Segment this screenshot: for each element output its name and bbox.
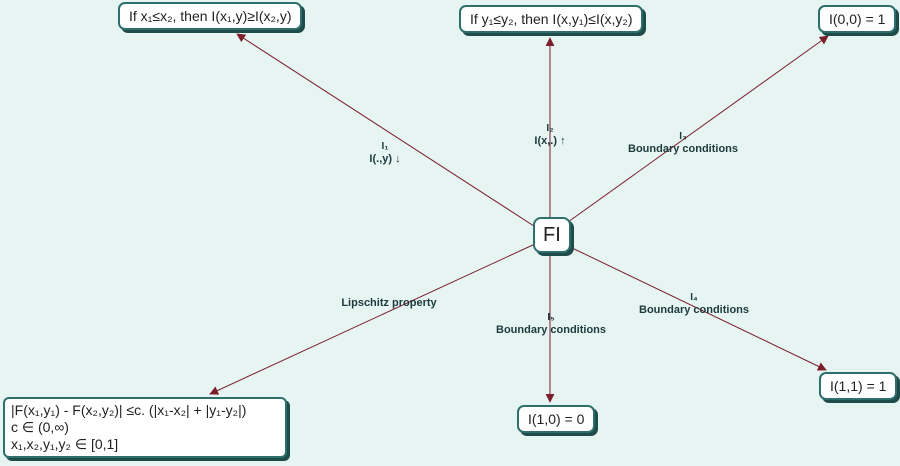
edge-index: I₁ [381, 141, 389, 152]
edge-label-lipschitz: Lipschitz property [341, 297, 436, 310]
node-text-line: c ∈ (0,∞) [11, 419, 69, 435]
edge-label-i3: I₃ Boundary conditions [628, 130, 738, 156]
edge-index: I₂ [546, 123, 554, 134]
node-monotone-x[interactable]: If x₁≤x₂, then I(x₁,y)≥I(x₂,y) [118, 2, 303, 30]
edge-label-text: I(x,.) ↑ [534, 135, 566, 147]
center-node-label: FI [543, 224, 561, 246]
node-text: I(1,1) = 1 [830, 378, 887, 394]
node-i10[interactable]: I(1,0) = 0 [517, 405, 596, 433]
center-node-fi[interactable]: FI [533, 217, 571, 253]
edge-index: I₄ [690, 292, 698, 303]
edge-label-text: Boundary conditions [628, 143, 738, 155]
node-text: I(1,0) = 0 [528, 411, 585, 427]
edge-label-i2: I₂ I(x,.) ↑ [534, 122, 565, 148]
edge-index: I₅ [547, 312, 555, 323]
edge-to-i00 [567, 35, 829, 223]
edge-label-text: Boundary conditions [496, 324, 606, 336]
node-text: If y₁≤y₂, then I(x,y₁)≤I(x,y₂) [470, 11, 633, 27]
edge-label-text: Boundary conditions [639, 304, 749, 316]
edge-label-text: I(.,y) ↓ [369, 153, 401, 165]
node-monotone-y[interactable]: If y₁≤y₂, then I(x,y₁)≤I(x,y₂) [459, 5, 644, 33]
node-text-line: |F(x₁,y₁) - F(x₂,y₂)| ≤c. (|x₁-x₂| + |y₁… [11, 402, 247, 418]
node-text: If x₁≤x₂, then I(x₁,y)≥I(x₂,y) [129, 8, 292, 24]
edge-to-lipschitz [209, 243, 536, 395]
node-text: I(0,0) = 1 [829, 11, 886, 27]
edge-label-i4: I₄ Boundary conditions [639, 291, 749, 317]
edge-label-i5: I₅ Boundary conditions [496, 311, 606, 337]
edge-index: I₃ [679, 131, 687, 142]
edge-to-i11 [567, 245, 827, 371]
edge-to-monotone-x [236, 33, 538, 229]
node-text-line: x₁,x₂,y₁,y₂ ∈ [0,1] [11, 436, 119, 452]
node-lipschitz[interactable]: |F(x₁,y₁) - F(x₂,y₂)| ≤c. (|x₁-x₂| + |y₁… [3, 397, 287, 458]
edge-label-text: Lipschitz property [341, 297, 437, 309]
node-i11[interactable]: I(1,1) = 1 [819, 372, 898, 400]
node-i00[interactable]: I(0,0) = 1 [818, 5, 897, 33]
edge-label-i1: I₁ I(.,y) ↓ [369, 140, 400, 166]
